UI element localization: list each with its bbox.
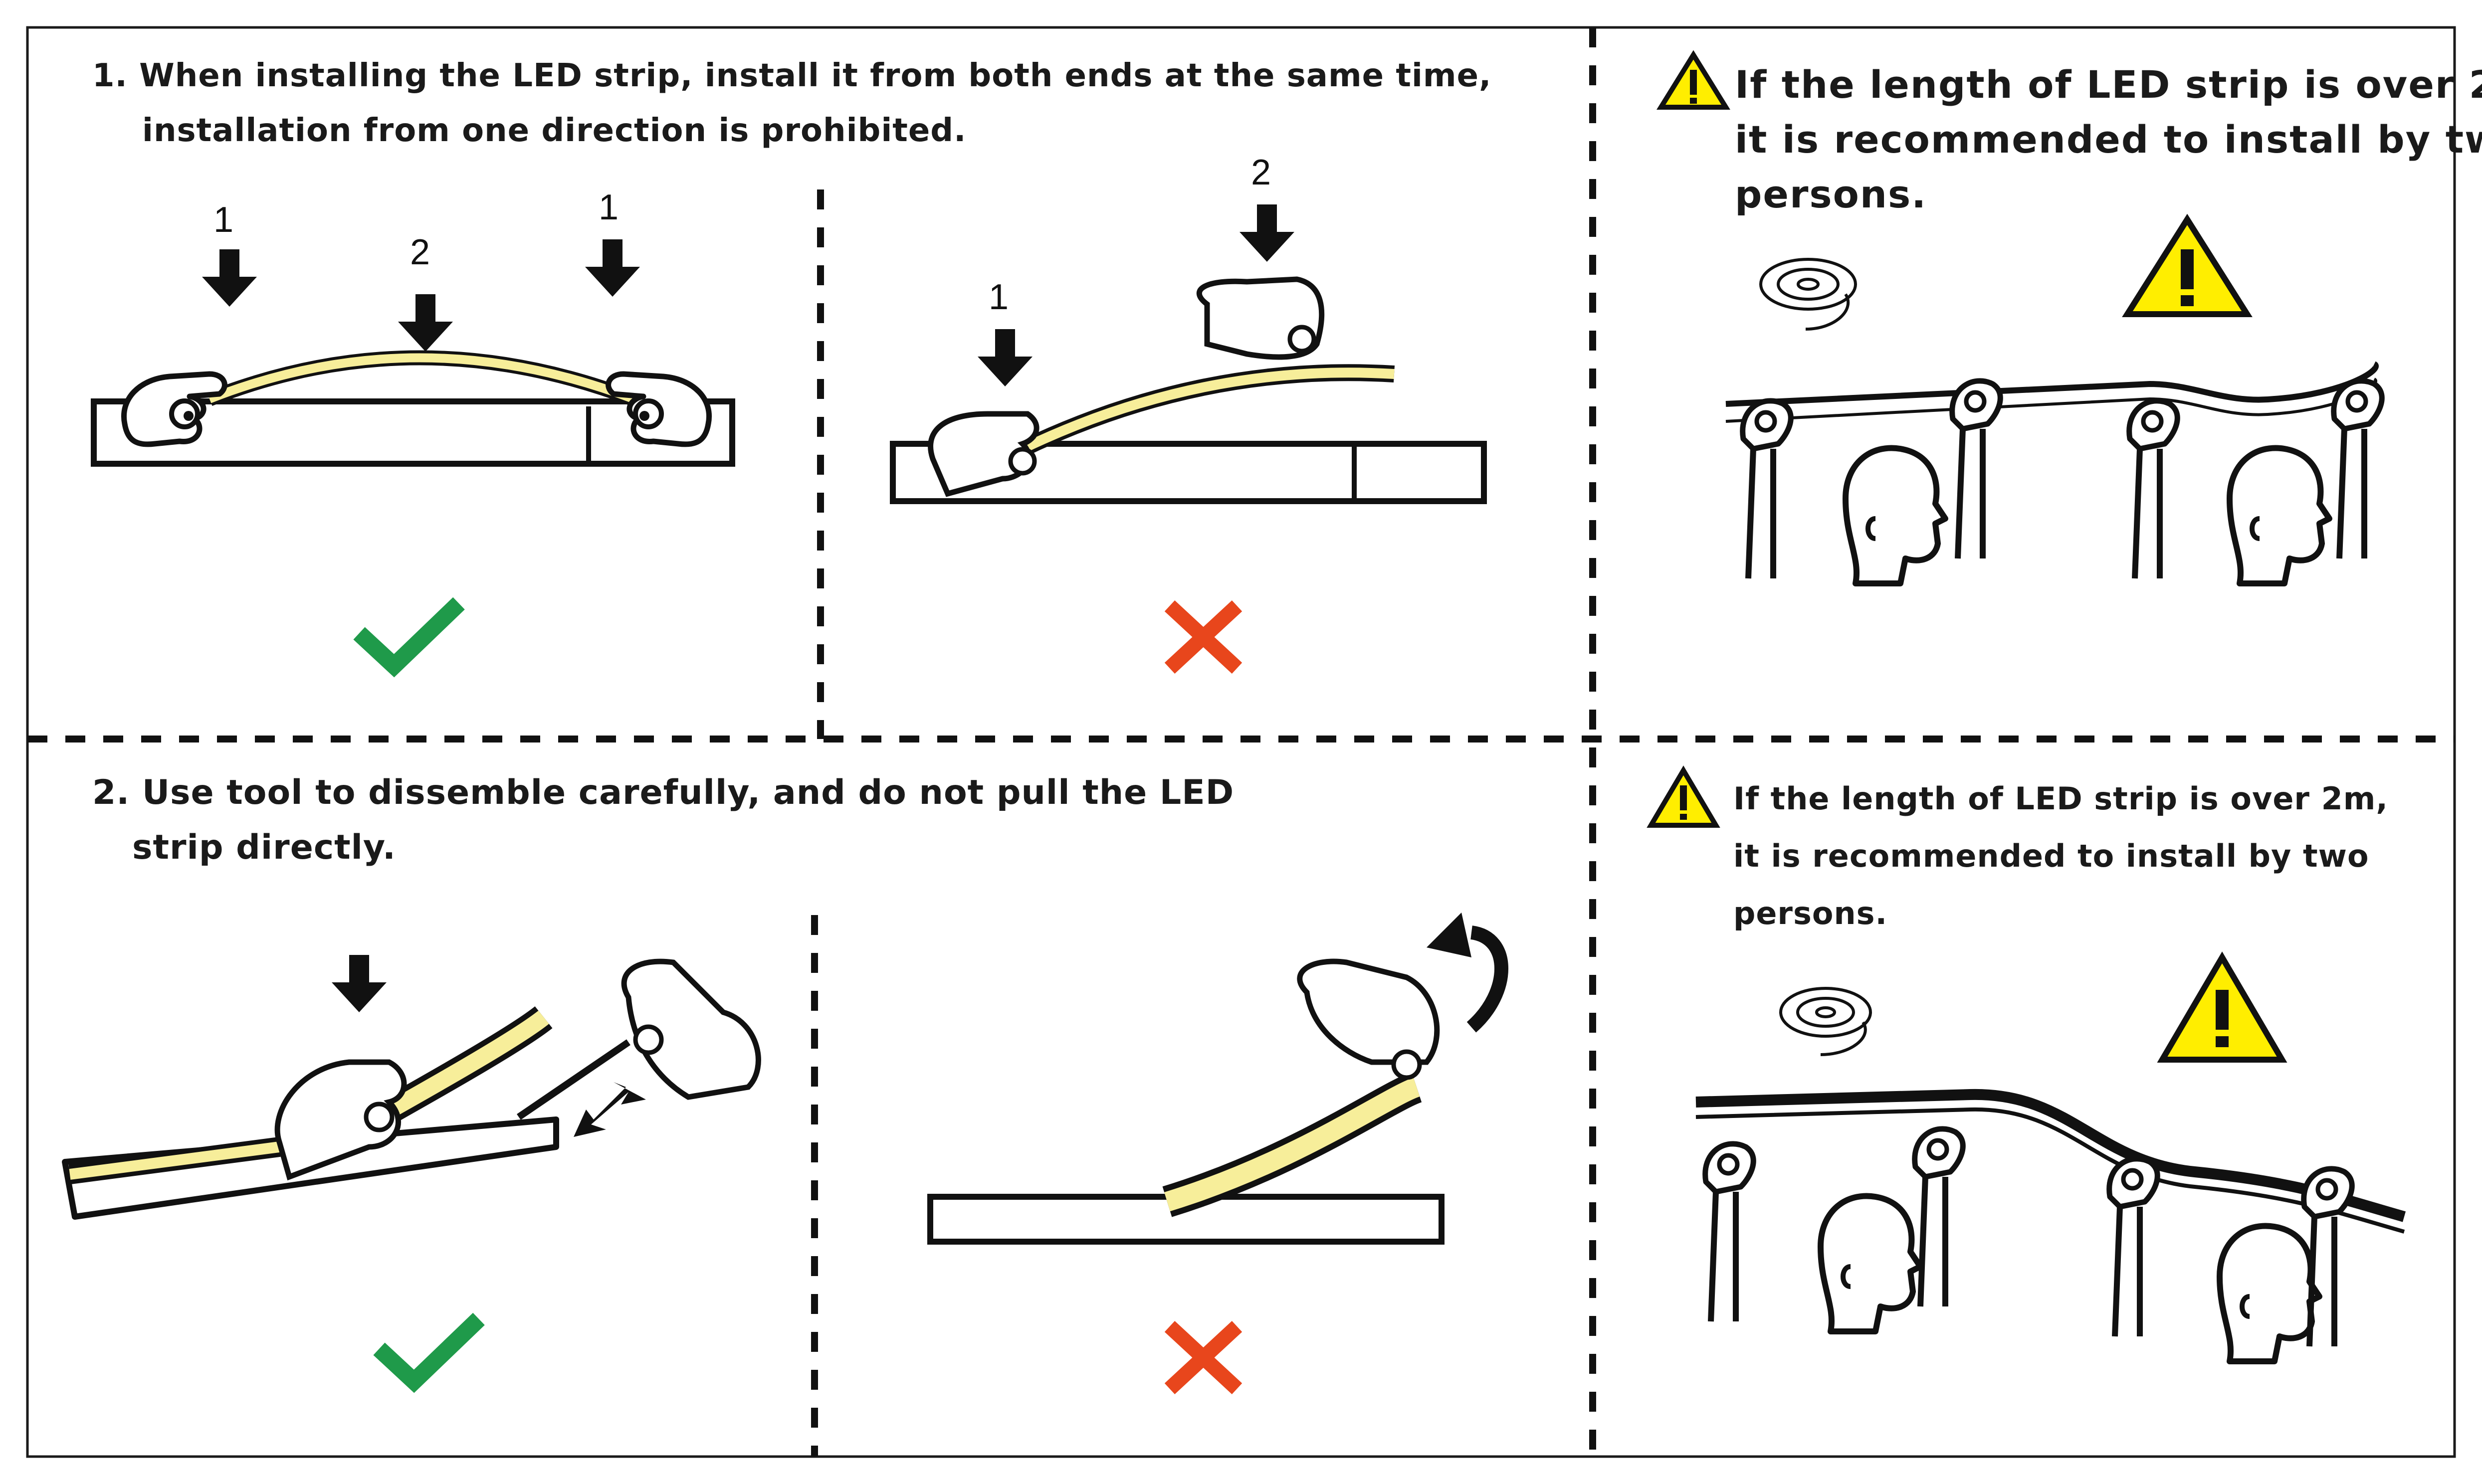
channel-profile (1725, 361, 2379, 407)
arrow-down-icon (1240, 204, 1294, 262)
person-arm-icon (2334, 381, 2382, 558)
cross-icon (1164, 1320, 1242, 1395)
step2-line2: strip directly. (132, 828, 396, 867)
step1-line2: installation from one direction is prohi… (142, 112, 967, 149)
step2-wrong-illustration (927, 913, 1508, 1395)
led-reel-icon (1779, 987, 1872, 1056)
person-head-icon (2230, 448, 2329, 583)
step2-correct-illustration (62, 955, 761, 1393)
arrow-down-icon (398, 294, 453, 352)
step1-line1: 1. When installing the LED strip, instal… (92, 57, 1492, 94)
warning-top-illustration (1656, 50, 2382, 583)
person-arm-icon (1915, 1129, 1963, 1306)
person-head-icon (1846, 448, 1945, 583)
warning-triangle-icon (1647, 765, 1720, 828)
arrow-down-icon (202, 249, 257, 307)
check-icon (373, 1312, 485, 1393)
warning-top-line3: persons. (1735, 172, 1927, 216)
warning-bottom-line1: If the length of LED strip is over 2m, (1733, 780, 2388, 817)
person-head-icon (2220, 1226, 2319, 1361)
person-arm-icon (2304, 1169, 2352, 1346)
step1-correct-label-3: 1 (599, 187, 619, 227)
arrow-diagonal-icon (574, 1082, 646, 1137)
step2-line1: 2. Use tool to dissemble carefully, and … (92, 773, 1235, 812)
channel-profile (927, 1194, 1445, 1245)
warning-triangle-icon (2122, 213, 2253, 317)
warning-triangle-icon (1656, 50, 1730, 110)
step1-correct-label-1: 1 (213, 200, 234, 240)
rotate-arrow-icon (1466, 926, 1508, 1033)
arrow-down-icon (585, 239, 640, 297)
arrow-down-icon (332, 955, 387, 1012)
person-arm-icon (2109, 1159, 2158, 1336)
step1-wrong-label-1: 1 (989, 277, 1009, 317)
hand-icon (621, 958, 761, 1100)
hand-icon (274, 1059, 407, 1181)
warning-top-line2: it is recommended to install by two (1735, 117, 2482, 162)
step1-wrong-label-2: 2 (1251, 153, 1271, 192)
arrow-down-icon (978, 329, 1033, 386)
warning-bottom-illustration (1647, 765, 2406, 1361)
step1-correct-label-2: 2 (410, 232, 430, 272)
step1-correct-illustration (91, 239, 735, 678)
led-reel-icon (1759, 258, 1857, 331)
person-arm-icon (1743, 401, 1791, 578)
warning-triangle-icon (2157, 951, 2287, 1063)
warning-top-line1: If the length of LED strip is over 2m, (1735, 62, 2482, 107)
hand-icon (1297, 958, 1440, 1065)
step1-wrong-illustration (890, 204, 1487, 674)
tool-icon (517, 1039, 630, 1120)
warning-bottom-line2: it is recommended to install by two (1733, 838, 2369, 874)
person-head-icon (1821, 1196, 1920, 1331)
person-arm-icon (1705, 1144, 1754, 1321)
warning-bottom-line3: persons. (1733, 895, 1888, 931)
check-icon (353, 597, 465, 678)
person-arm-icon (1952, 381, 2001, 558)
cross-icon (1164, 600, 1242, 674)
person-arm-icon (2129, 401, 2178, 578)
